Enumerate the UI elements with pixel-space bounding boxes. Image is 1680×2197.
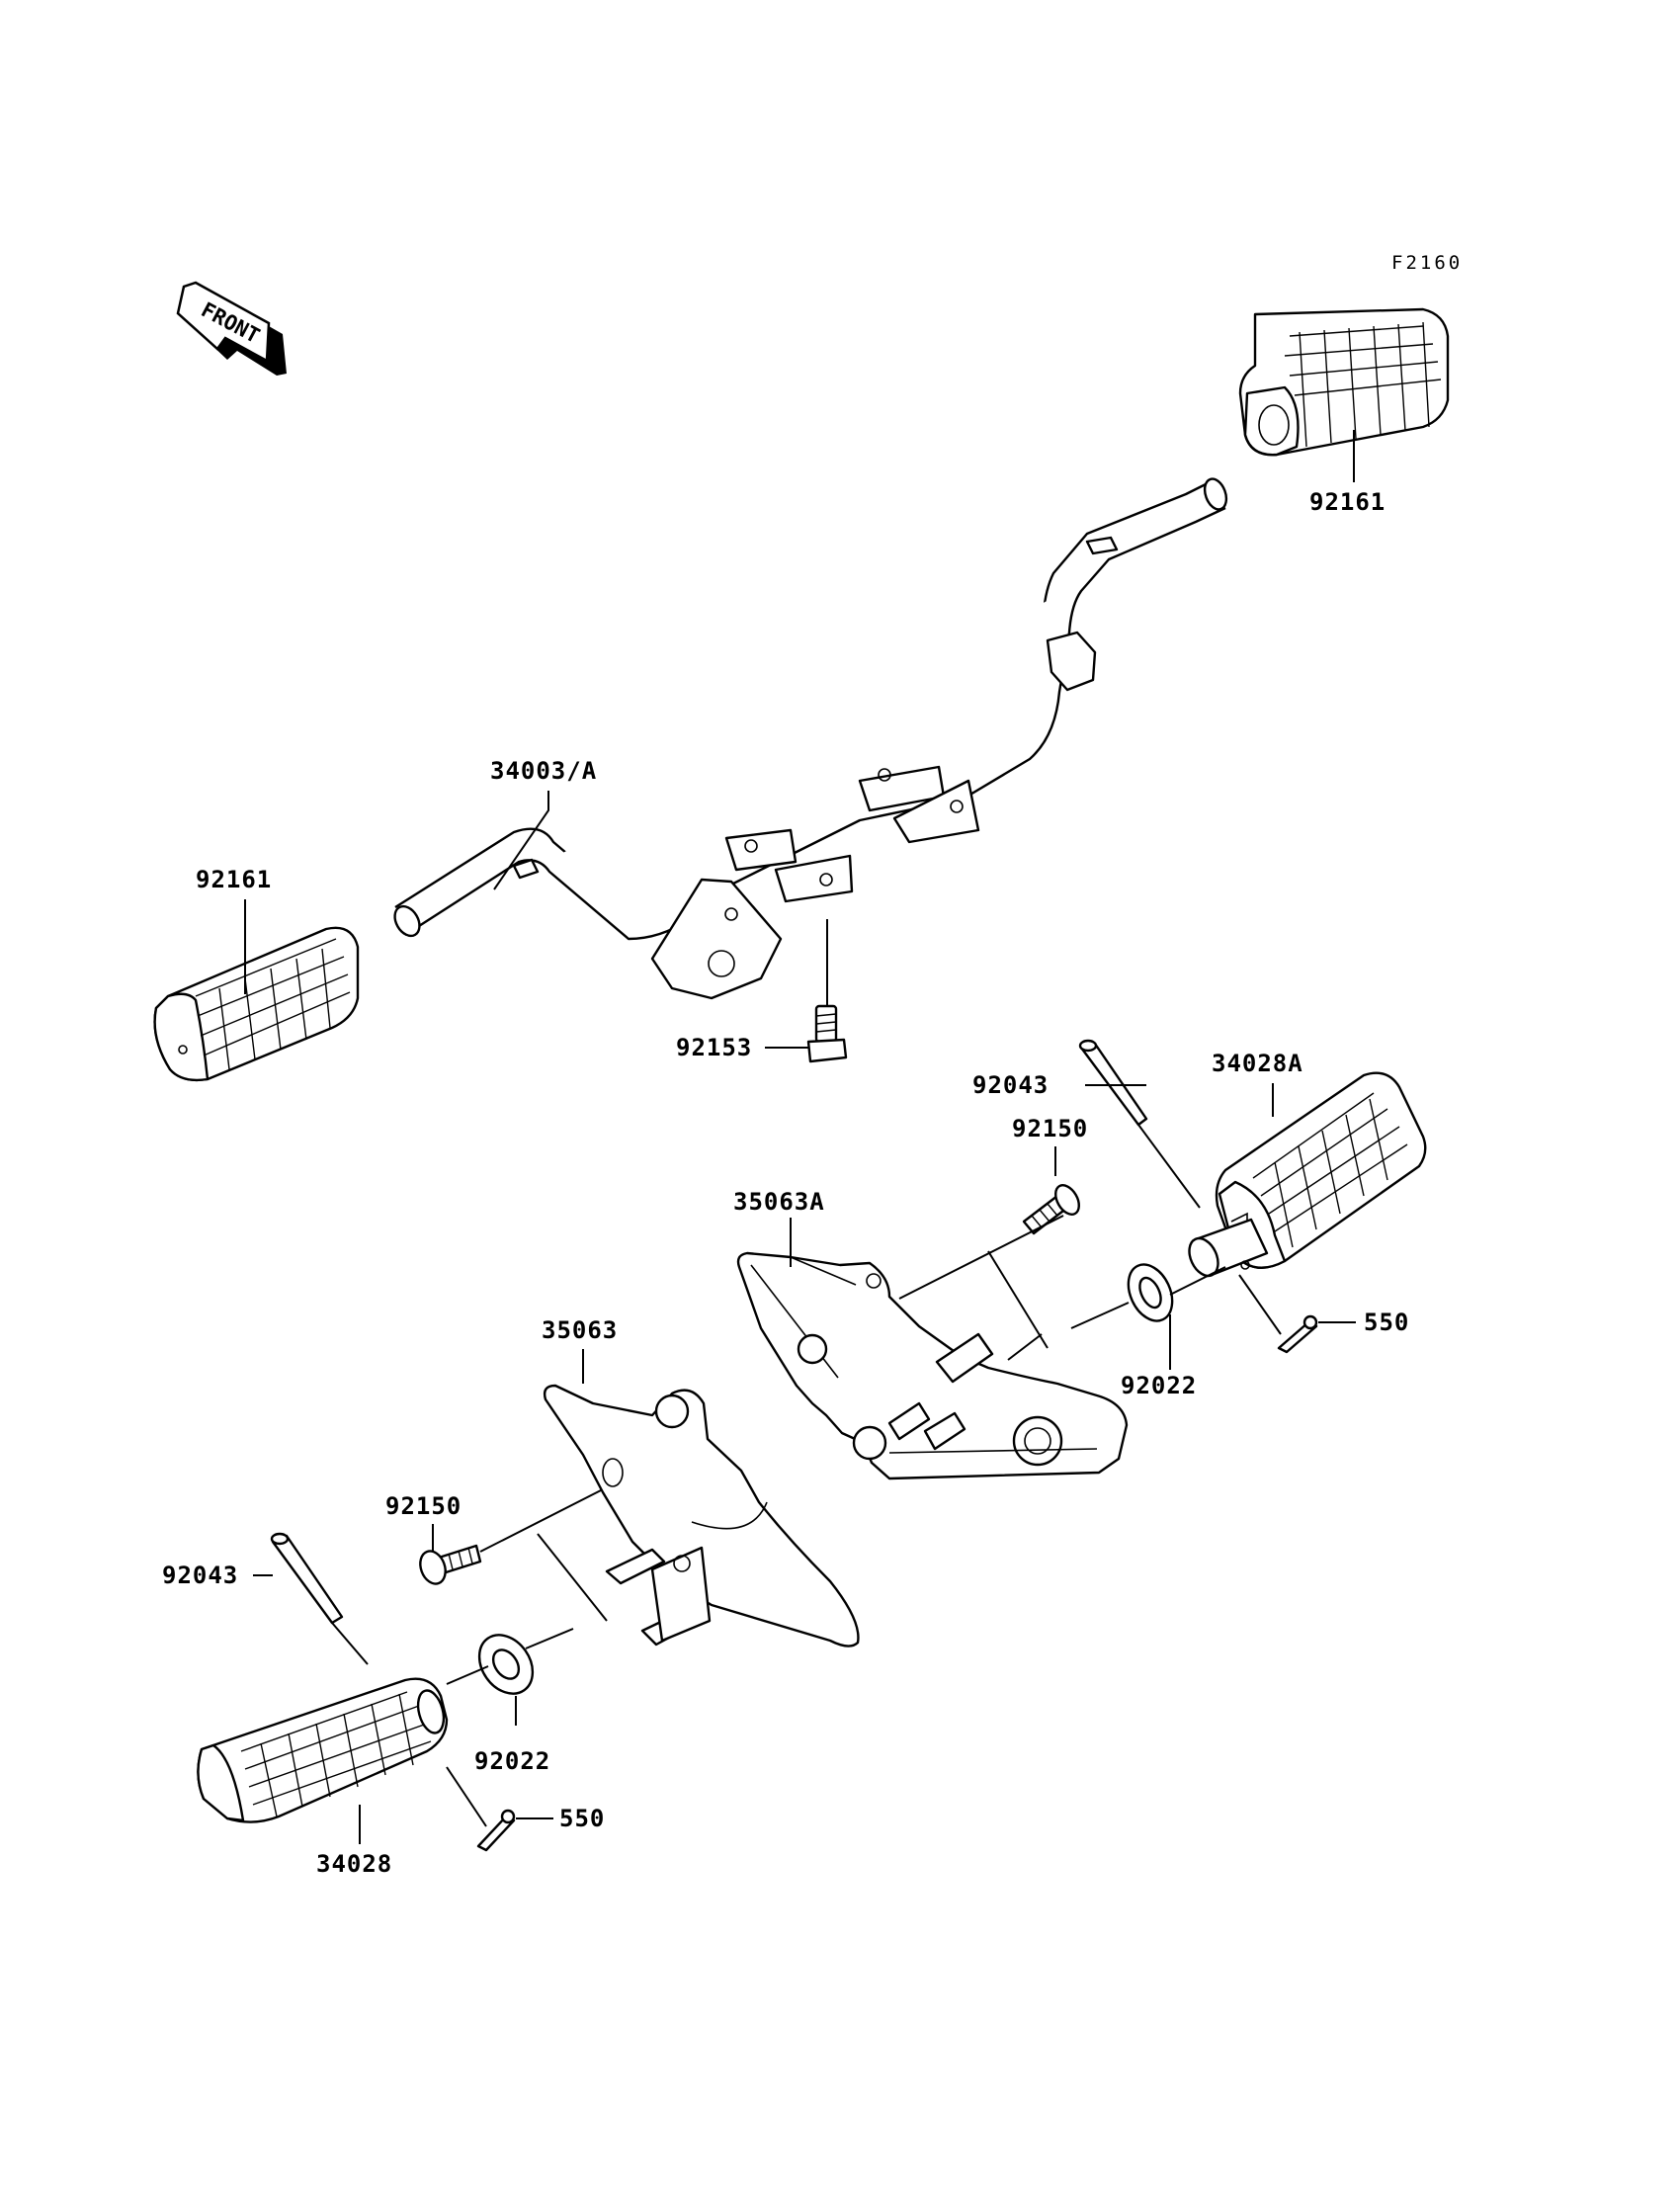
bracket-right bbox=[736, 1251, 1129, 1480]
leader-lines bbox=[244, 430, 1356, 1844]
label-34028: 34028 bbox=[316, 1850, 392, 1878]
label-550-left: 550 bbox=[559, 1805, 605, 1832]
label-92153: 92153 bbox=[676, 1034, 752, 1061]
cotter-right bbox=[1277, 1314, 1318, 1354]
footpeg-left bbox=[197, 1677, 449, 1823]
footrest-rubber-top bbox=[1238, 307, 1450, 457]
label-92043-right: 92043 bbox=[972, 1071, 1049, 1099]
pin-right bbox=[1078, 1039, 1148, 1127]
cotter-left bbox=[476, 1809, 516, 1852]
label-35063a: 35063A bbox=[733, 1188, 825, 1216]
footrest-rubber-left bbox=[153, 926, 360, 1082]
bolt-left bbox=[419, 1544, 482, 1585]
label-92161-left: 92161 bbox=[196, 866, 272, 893]
label-550-right: 550 bbox=[1364, 1309, 1409, 1336]
figure-code: F2160 bbox=[1391, 252, 1463, 274]
footpeg-right bbox=[1188, 1071, 1427, 1278]
label-34028a: 34028A bbox=[1212, 1050, 1303, 1077]
front-arrow-icon: FRONT bbox=[176, 281, 287, 376]
pin-left bbox=[270, 1532, 344, 1625]
label-92022-right: 92022 bbox=[1121, 1372, 1197, 1399]
label-92150-right: 92150 bbox=[1012, 1115, 1088, 1142]
label-92022-left: 92022 bbox=[474, 1747, 550, 1775]
bolt-92153 bbox=[806, 1004, 848, 1063]
label-34003-a: 34003/A bbox=[490, 757, 597, 785]
washer-left bbox=[477, 1634, 535, 1695]
bolt-right bbox=[1022, 1184, 1080, 1235]
bracket-left bbox=[543, 1384, 860, 1648]
label-35063: 35063 bbox=[542, 1316, 618, 1344]
footrest-bar bbox=[393, 477, 1228, 1000]
label-92161-top: 92161 bbox=[1309, 488, 1386, 516]
label-92150-left: 92150 bbox=[385, 1492, 462, 1520]
washer-right bbox=[1127, 1263, 1174, 1322]
label-92043-left: 92043 bbox=[162, 1562, 238, 1589]
